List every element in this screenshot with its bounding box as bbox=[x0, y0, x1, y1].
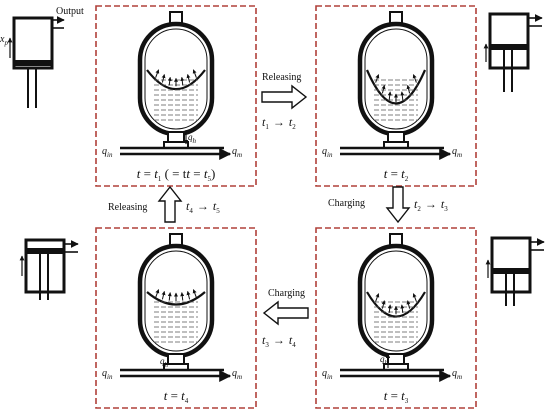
cylinder-top-left: Output xp bbox=[0, 6, 84, 108]
q-h-label: qh bbox=[188, 132, 197, 145]
svg-text:t3→t4: t3→t4 bbox=[262, 333, 296, 349]
transition-releasing-t4-t5: Releasing t4→t5 bbox=[108, 185, 220, 223]
q-m-label: qm bbox=[452, 368, 462, 381]
state-panel-s3: qin qm qh t = t3 bbox=[315, 227, 477, 409]
state-time-label: t = t2 bbox=[384, 166, 409, 183]
transition-label: Releasing bbox=[108, 202, 147, 213]
q-in-label: qin bbox=[102, 368, 113, 381]
panel-frame bbox=[95, 227, 257, 409]
state-panel-s4: qin qm qh t = t4 bbox=[95, 227, 257, 409]
svg-text:t4→t5: t4→t5 bbox=[186, 199, 220, 215]
transition-releasing-t1-t2: Releasing t1→t2 bbox=[261, 72, 308, 131]
panel-frame bbox=[315, 227, 477, 409]
accumulator-shell bbox=[357, 243, 435, 359]
pressure-arrows bbox=[155, 289, 197, 301]
transition-label: Charging bbox=[268, 288, 305, 299]
transition-charging-t3-t4: Charging t3→t4 bbox=[262, 288, 309, 349]
panel-frame bbox=[315, 5, 477, 187]
pressure-arrows bbox=[155, 69, 197, 87]
output-label: Output bbox=[56, 6, 84, 17]
q-h-label: qh bbox=[160, 356, 169, 369]
transition-label: Charging bbox=[328, 198, 365, 209]
transition-charging-t2-t3: Charging t2→t3 bbox=[328, 186, 448, 224]
accumulator-shell bbox=[137, 243, 215, 359]
svg-text:t1→t2: t1→t2 bbox=[262, 115, 296, 131]
transition-label: Releasing bbox=[262, 72, 301, 83]
state-panel-s1: qin qm qh t = t1 ( = tt = t5) bbox=[95, 5, 257, 187]
svg-text:xp: xp bbox=[0, 34, 8, 47]
panel-frame bbox=[95, 5, 257, 187]
state-time-label: t = t1 ( = tt = t5) bbox=[137, 166, 216, 183]
pressure-arrows bbox=[375, 293, 417, 315]
q-in-label: qin bbox=[322, 146, 333, 159]
q-m-label: qm bbox=[452, 146, 462, 159]
state-time-label: t = t3 bbox=[384, 388, 409, 405]
liquid-fill bbox=[154, 79, 198, 121]
pressure-arrows bbox=[375, 74, 417, 102]
liquid-fill bbox=[374, 301, 418, 343]
svg-text:Output: Output bbox=[56, 6, 84, 17]
cylinder-bottom-left bbox=[19, 238, 79, 300]
q-m-label: qm bbox=[232, 368, 242, 381]
q-h-label: qh bbox=[380, 354, 389, 367]
svg-text:t2→t3: t2→t3 bbox=[414, 197, 448, 213]
cylinder-bottom-right bbox=[485, 236, 545, 306]
bladder-membrane bbox=[146, 291, 206, 306]
displacement-label: x bbox=[0, 34, 5, 45]
q-m-label: qm bbox=[232, 146, 242, 159]
liquid-fill bbox=[154, 301, 198, 343]
bladder-membrane bbox=[146, 69, 206, 91]
state-panel-s2: qin qm t = t2 bbox=[315, 5, 477, 187]
q-in-label: qin bbox=[102, 146, 113, 159]
q-in-label: qin bbox=[322, 368, 333, 381]
cylinder-top-right bbox=[483, 12, 543, 92]
bladder-membrane bbox=[365, 69, 427, 105]
displacement-subscript: p bbox=[3, 39, 8, 47]
state-time-label: t = t4 bbox=[164, 388, 189, 405]
